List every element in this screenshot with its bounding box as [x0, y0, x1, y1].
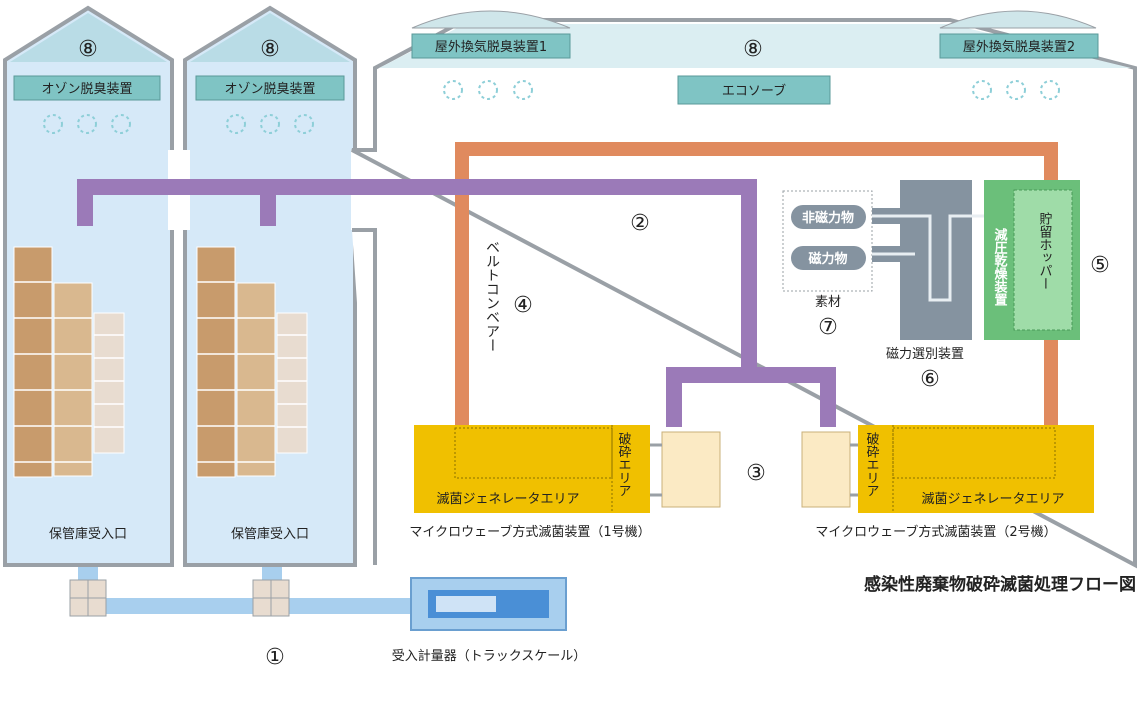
belt-number: ④	[513, 293, 533, 318]
inbound-number: ①	[265, 645, 285, 670]
ozone-plate-right	[195, 75, 345, 101]
ozone-label-right: オゾン脱臭装置	[224, 82, 315, 97]
duct-branch-left	[666, 367, 682, 427]
belt-top	[455, 142, 1058, 156]
stored-boxes-left	[13, 246, 125, 478]
vent1-plate	[411, 33, 571, 59]
vent2-dome	[939, 10, 1097, 29]
scale-label: 受入計量器（トラックスケール）	[392, 648, 587, 664]
vent1-dome	[411, 10, 571, 29]
crusher-2	[801, 431, 851, 508]
material-label: 素材	[815, 295, 841, 310]
magnetic-label: 磁力物	[808, 251, 847, 267]
box-cluster-left	[69, 579, 107, 617]
magnetic-separator	[872, 180, 984, 340]
sterilizer-2	[801, 425, 1094, 513]
duct-number: ②	[630, 211, 650, 236]
duct-main	[77, 179, 757, 195]
duct-branch-right	[820, 367, 836, 427]
storage-left-roof	[10, 13, 167, 62]
truck-scale-highlight	[436, 596, 496, 612]
crusher-1	[661, 431, 721, 508]
separator-label: 磁力選別装置	[886, 347, 964, 362]
hopper-label: 貯留ホッパー	[1037, 212, 1053, 290]
box-stack-right-1	[196, 246, 236, 478]
storage-left-number: ⑧	[78, 37, 98, 62]
storage-entrance-right: 保管庫受入口	[231, 527, 309, 542]
sterilizer-1-body	[414, 425, 650, 513]
inbound-conveyor	[69, 567, 567, 631]
separator-number: ⑥	[920, 367, 940, 392]
vent1-label: 屋外換気脱臭装置1	[435, 39, 547, 55]
nonmagnetic-pill	[791, 205, 866, 229]
sterilizer-2-inner	[892, 427, 1056, 479]
hopper-body	[1013, 189, 1073, 331]
inlet-right	[262, 567, 282, 581]
flow-title: 感染性廃棄物破砕滅菌処理フロー図	[864, 574, 1136, 595]
magnetic-pill	[791, 246, 866, 270]
crush-label-2: 破砕エリア	[864, 432, 880, 497]
eco-plate	[677, 75, 831, 105]
crush-label-1: 破砕エリア	[616, 432, 632, 497]
dryer-label: 減圧乾燥装置	[992, 227, 1009, 306]
machine-2-label: マイクロウェーブ方式滅菌装置（2号機）	[815, 524, 1056, 540]
storage-right-roof	[190, 13, 350, 62]
stored-boxes-right	[196, 246, 308, 478]
box-cluster-right	[252, 579, 290, 617]
vent2-icons	[972, 80, 1060, 100]
center-number: ③	[746, 461, 766, 486]
vent-duct	[77, 179, 836, 427]
duct-drop-1	[77, 179, 93, 226]
belt-left-leg	[455, 142, 469, 427]
box-stack-left-3	[93, 312, 125, 454]
nonmagnetic-label: 非磁力物	[802, 210, 854, 226]
material-area	[782, 190, 873, 292]
ozone-plate-left	[13, 75, 161, 101]
box-stack-right-3	[276, 312, 308, 454]
machine-1-label: マイクロウェーブ方式滅菌装置（1号機）	[409, 524, 650, 540]
ozone-vent-icons-right	[226, 114, 314, 134]
vent1-icons	[443, 80, 533, 100]
duct-drop-2	[260, 179, 276, 226]
sterilizer-1	[414, 425, 721, 513]
ozone-label-left: オゾン脱臭装置	[41, 82, 132, 97]
plant-number: ⑧	[743, 37, 763, 62]
hopper-number: ⑤	[1090, 253, 1110, 278]
duct-down	[741, 179, 757, 381]
vent2-label: 屋外換気脱臭装置2	[963, 39, 1075, 55]
sterilize-label-1: 滅菌ジェネレータエリア	[436, 492, 579, 507]
dryer-hopper	[984, 180, 1080, 340]
separator-body	[900, 180, 972, 340]
material-number: ⑦	[818, 315, 838, 340]
box-stack-left-2	[53, 282, 93, 477]
storage-entrance-left: 保管庫受入口	[49, 527, 127, 542]
duct-branch	[666, 367, 836, 383]
box-stack-left-1	[13, 246, 53, 478]
separator-pipe	[872, 214, 984, 302]
inlet-left	[78, 567, 98, 581]
ozone-vent-icons-left	[43, 114, 131, 134]
eco-label: エコソーブ	[722, 83, 786, 99]
sterilize-label-2: 滅菌ジェネレータエリア	[921, 492, 1064, 507]
belt-label: ベルトコンベアー	[484, 240, 500, 352]
box-stack-right-2	[236, 282, 276, 477]
storage-right-number: ⑧	[260, 37, 280, 62]
vent2-plate	[939, 33, 1099, 59]
